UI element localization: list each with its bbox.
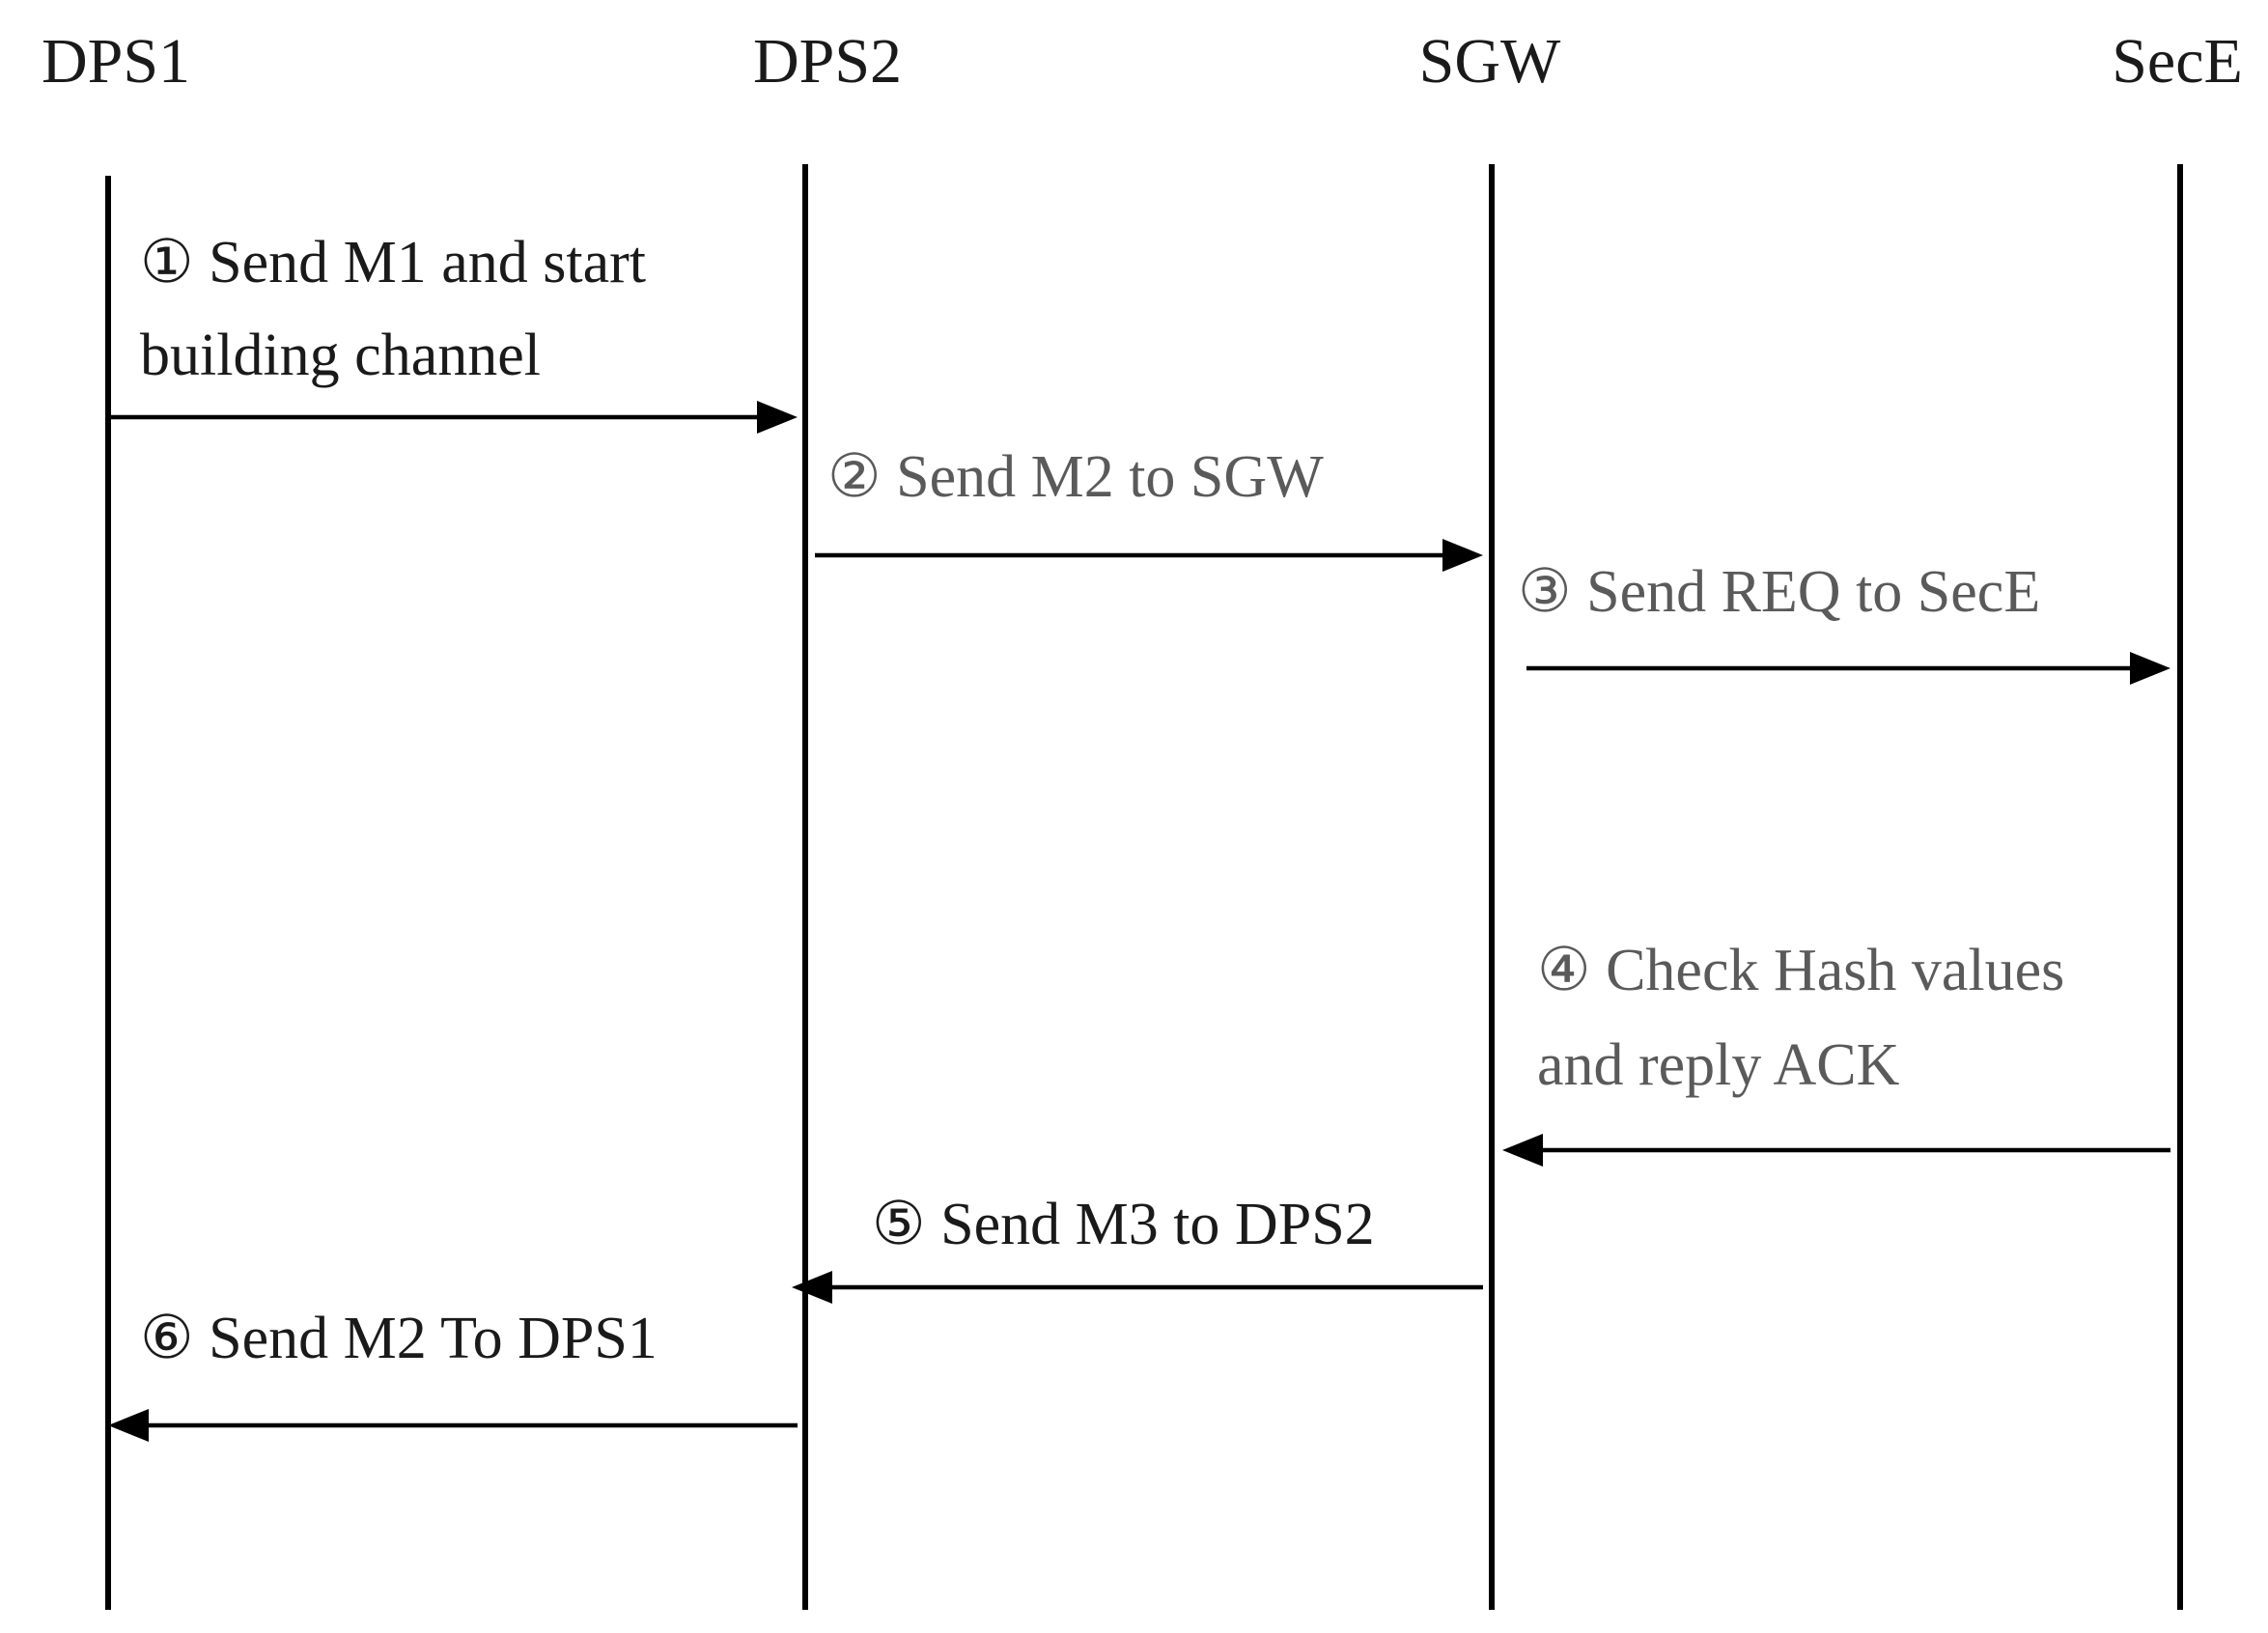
step-3-arrow-head [2130, 652, 2170, 685]
step-4-label-line-1: ④ Check Hash values [1537, 938, 2064, 1003]
step-2-arrow-head [1442, 539, 1483, 572]
participant-label-sgw: SGW [1419, 26, 1561, 97]
message-step-6: ⑥ Send M2 To DPS1 [108, 1306, 798, 1442]
message-step-4: ④ Check Hash values and reply ACK [1502, 938, 2170, 1167]
step-6-label: ⑥ Send M2 To DPS1 [140, 1306, 658, 1371]
step-1-arrow-head [757, 401, 798, 434]
step-1-label-line-1: ① Send M1 and start [140, 230, 646, 296]
step-5-arrow-head [792, 1271, 832, 1304]
step-3-label: ③ Send REQ to SecE [1518, 559, 2040, 625]
step-1-label-line-2: building channel [140, 323, 541, 388]
message-step-2: ② Send M2 to SGW [815, 444, 1483, 572]
step-4-arrow-head [1502, 1134, 1543, 1167]
step-6-arrow-head [108, 1409, 149, 1442]
participant-label-dps1: DPS1 [42, 26, 190, 97]
step-4-label-line-2: and reply ACK [1537, 1032, 1900, 1098]
message-step-3: ③ Send REQ to SecE [1518, 559, 2170, 685]
participant-label-dps2: DPS2 [753, 26, 902, 97]
step-5-label: ⑤ Send M3 to DPS2 [872, 1192, 1375, 1257]
message-step-1: ① Send M1 and start building channel [110, 230, 798, 434]
step-2-label: ② Send M2 to SGW [827, 444, 1324, 510]
participant-label-sece: SecE [2112, 26, 2243, 97]
message-step-5: ⑤ Send M3 to DPS2 [792, 1192, 1483, 1304]
